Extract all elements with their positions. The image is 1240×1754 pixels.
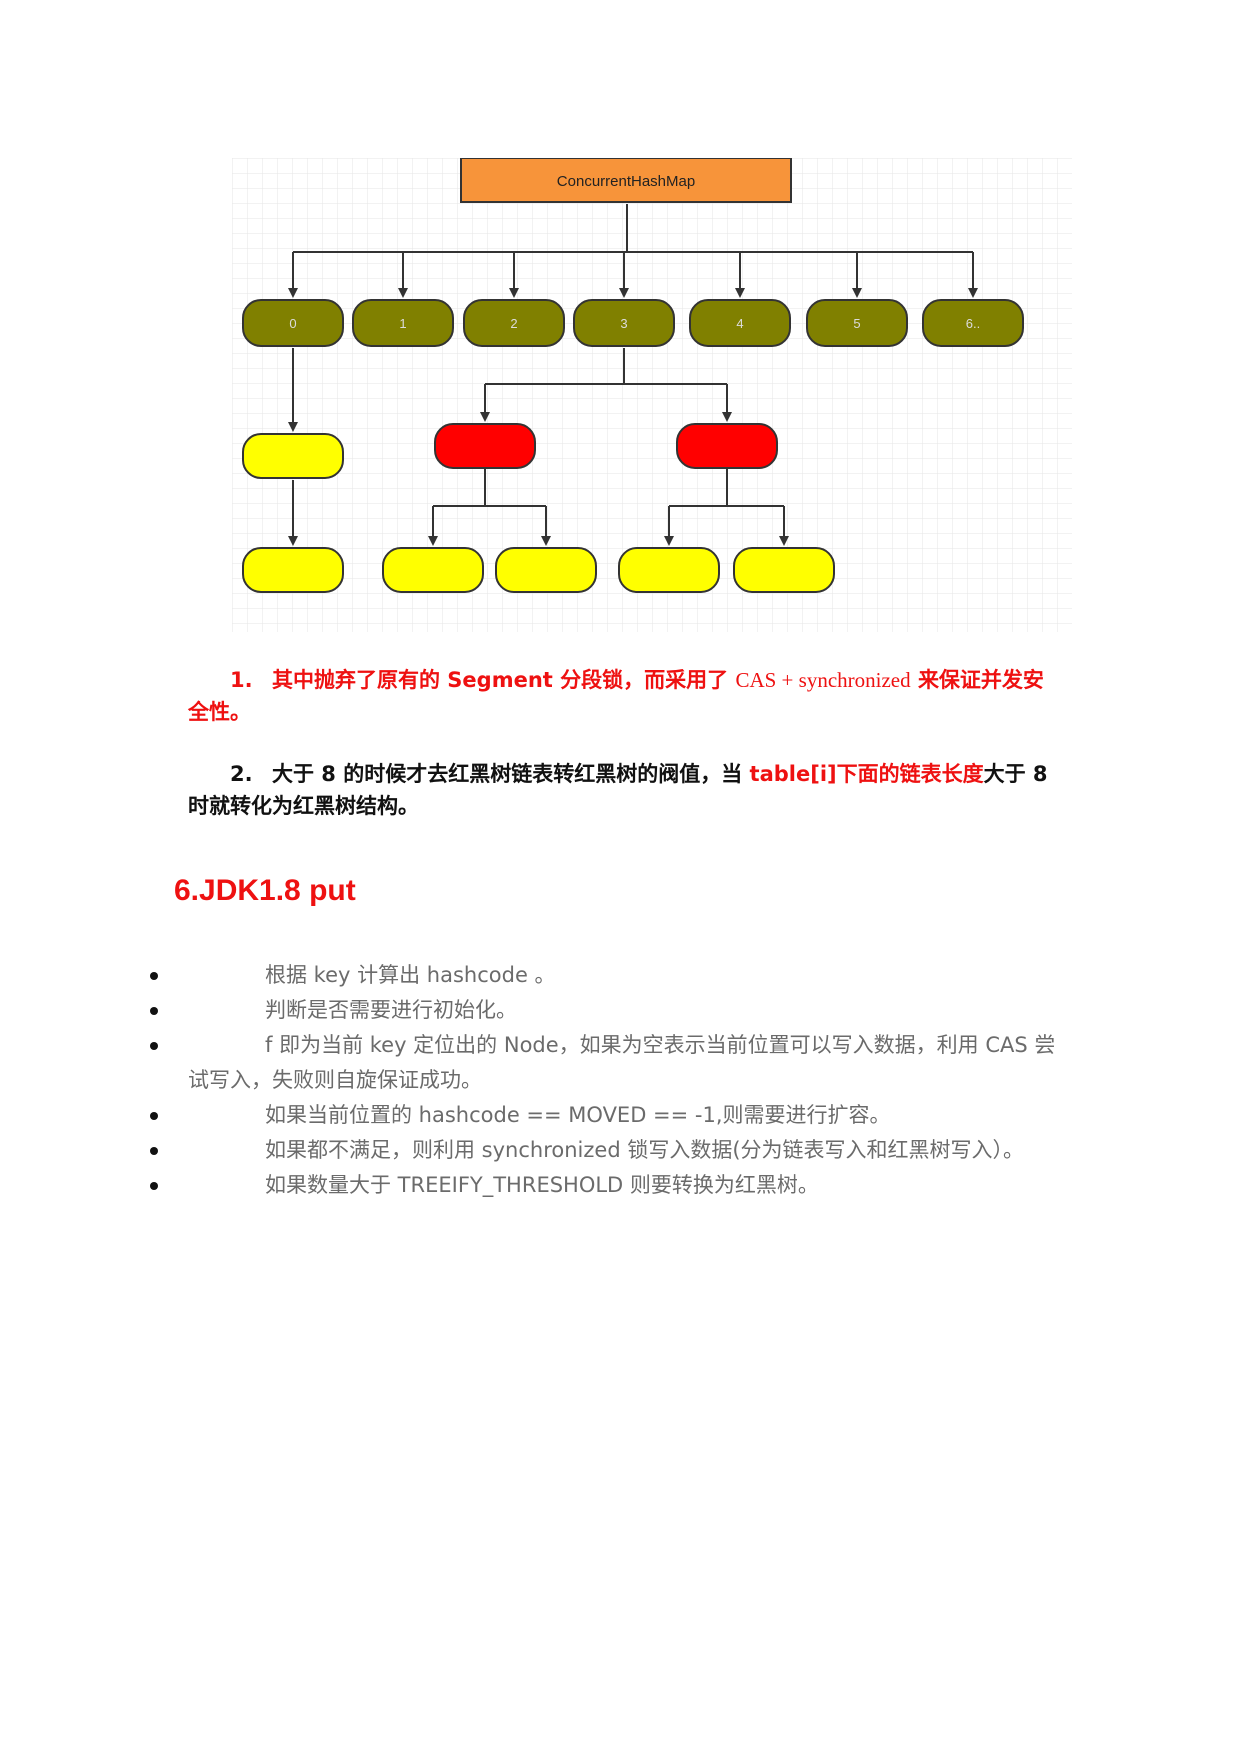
list-node [242, 433, 344, 479]
tree-leaf-node [733, 547, 835, 593]
bucket-node [922, 299, 1024, 347]
list-item: 如果数量大于 TREEIFY_THRESHOLD 则要转换为红黑树。 [150, 1168, 1060, 1203]
bullet-icon [150, 972, 158, 980]
tree-node-red [434, 423, 536, 469]
root-box [460, 158, 792, 203]
bucket-label: 3 [620, 316, 627, 331]
note-1: 1. 其中抛弃了原有的 Segment 分段锁，而采用了 CAS + synchr… [188, 664, 1058, 728]
note-1-text-b: CAS + synchronized [735, 668, 911, 692]
bucket-label: 6.. [966, 316, 980, 331]
bucket-label: 1 [399, 316, 406, 331]
note-1-text-a: 其中抛弃了原有的 Segment 分段锁，而采用了 [272, 668, 729, 692]
bullet-icon [150, 1147, 158, 1155]
note-2-number: 2. [230, 762, 253, 786]
tree-node-red [676, 423, 778, 469]
bucket-label: 4 [736, 316, 743, 331]
bucket-node [689, 299, 791, 347]
bucket-node [806, 299, 908, 347]
bullet-icon [150, 1007, 158, 1015]
list-item-text: f 即为当前 key 定位出的 Node，如果为空表示当前位置可以写入数据，利用… [188, 1033, 1056, 1092]
root-label: ConcurrentHashMap [557, 173, 695, 190]
bucket-node [573, 299, 675, 347]
list-item-text: 判断是否需要进行初始化。 [265, 998, 517, 1022]
tree-leaf-node [382, 547, 484, 593]
bucket-row: 0 1 2 3 4 5 6.. [242, 299, 1024, 347]
note-1-number: 1. [230, 668, 253, 692]
bucket-node [463, 299, 565, 347]
note-2-text-a: 大于 8 的时候才去红黑树链表转红黑树的阀值，当 [272, 762, 750, 786]
bullet-icon [150, 1042, 158, 1050]
note-1-text-c: 来保证并发安全性。 [188, 668, 1044, 724]
bucket-node [242, 299, 344, 347]
put-steps-list: 根据 key 计算出 hashcode 。 判断是否需要进行初始化。 f 即为当… [150, 958, 1060, 1203]
list-item: f 即为当前 key 定位出的 Node，如果为空表示当前位置可以写入数据，利用… [150, 1028, 1060, 1098]
list-item-text: 如果当前位置的 hashcode == MOVED == -1,则需要进行扩容。 [265, 1103, 891, 1127]
list-item: 判断是否需要进行初始化。 [150, 993, 1060, 1028]
connector-lines [288, 204, 978, 546]
note-2-text-b: table[i]下面的链表长度 [749, 762, 984, 786]
note-2-text-c: 大于 8 时就转化为红黑树结构。 [188, 762, 1048, 818]
list-item-text: 如果数量大于 TREEIFY_THRESHOLD 则要转换为红黑树。 [265, 1173, 819, 1197]
list-item: 如果当前位置的 hashcode == MOVED == -1,则需要进行扩容。 [150, 1098, 1060, 1133]
section-heading: 6.JDK1.8 put [174, 874, 356, 907]
list-node [242, 547, 344, 593]
tree-leaf-node [618, 547, 720, 593]
bullet-icon [150, 1112, 158, 1120]
list-item-text: 根据 key 计算出 hashcode 。 [265, 963, 556, 987]
note-2: 2. 大于 8 的时候才去红黑树链表转红黑树的阀值，当 table[i]下面的链表… [188, 758, 1058, 822]
list-item: 根据 key 计算出 hashcode 。 [150, 958, 1060, 993]
bucket-node [352, 299, 454, 347]
tree-leaf-node [495, 547, 597, 593]
list-item-text: 如果都不满足，则利用 synchronized 锁写入数据(分为链表写入和红黑树… [265, 1138, 1025, 1162]
bullet-icon [150, 1182, 158, 1190]
bucket-label: 2 [510, 316, 517, 331]
concurrenthashmap-diagram: ConcurrentHashMap 0 1 2 3 4 5 6.. [232, 158, 1072, 632]
bucket-label: 0 [289, 316, 296, 331]
bucket-label: 5 [853, 316, 860, 331]
list-item: 如果都不满足，则利用 synchronized 锁写入数据(分为链表写入和红黑树… [150, 1133, 1060, 1168]
